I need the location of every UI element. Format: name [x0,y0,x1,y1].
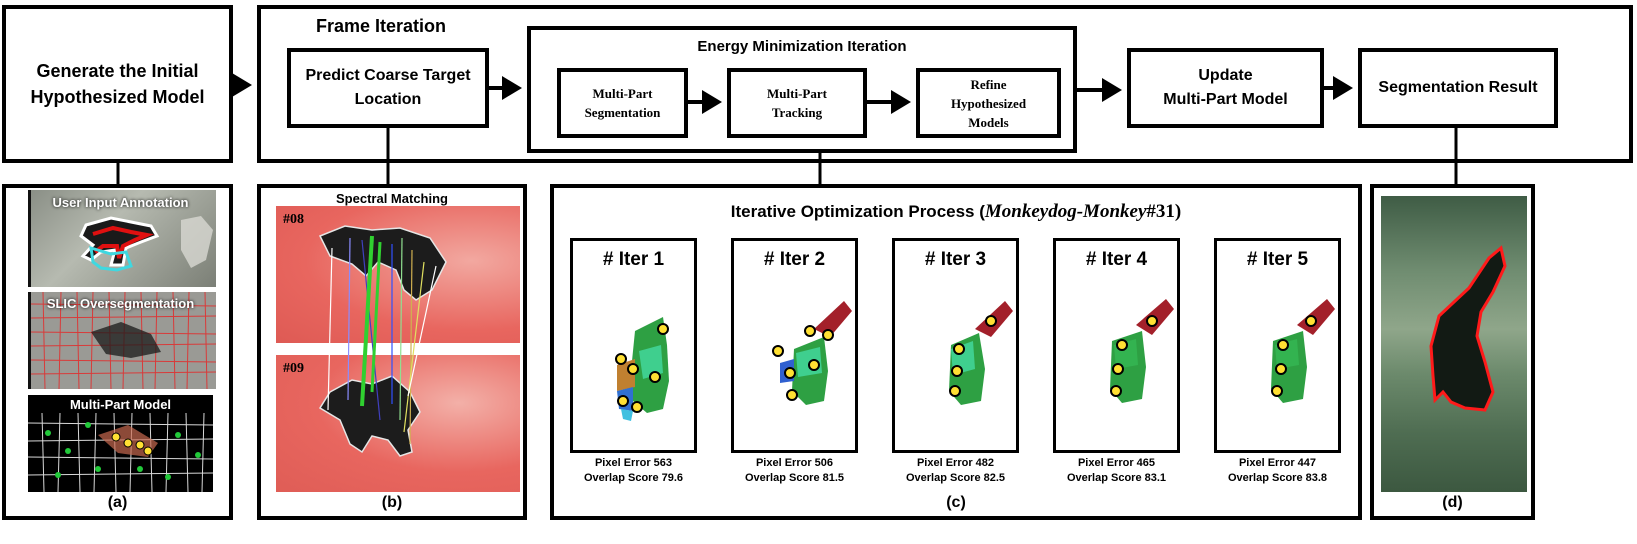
iteration-segmentation-graphic [1271,299,1335,403]
iteration-panel: # Iter 3 [892,238,1019,453]
pixel-error-text: Pixel Error 506 [755,457,834,469]
iteration-segmentation-graphic [772,301,852,405]
overlap-score-text: Overlap Score 83.1 [1066,472,1167,484]
refine-models-box: Refine Hypothesized Models [916,68,1061,138]
keypoint-marker [804,325,816,337]
pixel-error-text: Pixel Error 447 [1238,457,1317,469]
update-model-box: Update Multi-Part Model [1127,48,1324,128]
iteration-label: # Iter 3 [924,249,987,270]
frame-iteration-title: Frame Iteration [316,16,447,36]
keypoint-marker [617,395,629,407]
multi-part-model-image [28,412,213,492]
keypoint-marker [985,315,997,327]
keypoint-marker [1146,315,1158,327]
keypoint-marker [615,353,627,365]
user-annotation-label: User Input Annotation [52,195,189,210]
keypoint-marker [1112,363,1124,375]
pixel-error-text: Pixel Error 465 [1077,457,1156,469]
predict-coarse-box: Predict Coarse Target Location [287,48,489,128]
slic-label: SLIC Oversegmentation [46,296,195,311]
title-suffix: #31) [1146,201,1182,222]
iterative-optimization-title: Iterative Optimization Process (Monkeydo… [550,201,1362,223]
keypoint-marker [649,371,661,383]
iteration-label: # Iter 1 [602,249,665,270]
multi-part-tracking-box: Multi-Part Tracking [727,68,867,138]
iteration-segmentation-graphic [949,301,1013,405]
keypoint-marker [1305,315,1317,327]
segmentation-result-box: Segmentation Result [1358,48,1558,128]
iteration-label: # Iter 2 [763,249,826,270]
overlap-score-text: Overlap Score 81.5 [744,472,845,484]
user-annotation-image [28,190,216,287]
keypoint-marker [1116,339,1128,351]
keypoint-marker [822,329,834,341]
overlap-score-text: Overlap Score 79.6 [583,472,684,484]
keypoint-marker [627,363,639,375]
keypoint-marker [949,385,961,397]
pixel-error-text: Pixel Error 563 [594,457,673,469]
pixel-error-text: Pixel Error 482 [916,457,995,469]
frame-08-label: #08 [283,212,304,227]
caption-b: (b) [381,494,403,511]
initial-model-box: Generate the Initial Hypothesized Model [2,5,233,163]
iteration-panel: # Iter 5 [1214,238,1341,453]
iteration-segmentation-graphic [1110,299,1174,403]
keypoint-marker [808,359,820,371]
monkey-annotation-image [79,216,213,272]
slic-superpixel-image [31,292,216,389]
multi-part-label: Multi-Part Model [69,397,172,412]
iteration-label: # Iter 5 [1246,249,1309,270]
iteration-segmentation-graphic [615,317,669,421]
iteration-panel: # Iter 1 [570,238,697,453]
segmented-monkey [1429,245,1507,412]
keypoint-marker [1275,363,1287,375]
caption-d: (d) [1442,494,1463,511]
title-prefix: Iterative Optimization Process ( [730,202,985,221]
keypoint-marker [953,343,965,355]
target-shape-08 [318,225,447,301]
keypoint-marker [772,345,784,357]
caption-a: (a) [107,494,128,511]
segmentation-result-image [1381,196,1527,492]
match-lines [327,235,437,445]
energy-minimization-title: Energy Minimization Iteration [697,38,907,55]
multi-part-image [28,395,213,492]
slic-image [28,292,216,389]
keypoint-marker [1110,385,1122,397]
keypoint-marker [657,323,669,335]
iteration-label: # Iter 4 [1085,249,1148,270]
keypoint-marker [786,389,798,401]
keypoint-marker [1271,385,1283,397]
keypoint-marker [951,365,963,377]
frame-09-label: #09 [283,361,304,376]
caption-c: (c) [946,494,966,511]
iteration-panel: # Iter 2 [731,238,858,453]
keypoint-marker [784,367,796,379]
spectral-matching-title: Spectral Matching [336,191,448,206]
overlap-score-text: Overlap Score 83.8 [1227,472,1328,484]
keypoint-marker [631,401,643,413]
overlap-score-text: Overlap Score 82.5 [905,472,1006,484]
iteration-panel: # Iter 4 [1053,238,1180,453]
target-shape-09 [318,375,421,457]
keypoint-marker [1277,339,1289,351]
title-sequence-name: Monkeydog-Monkey [984,201,1147,222]
multi-part-segmentation-box: Multi-Part Segmentation [557,68,688,138]
